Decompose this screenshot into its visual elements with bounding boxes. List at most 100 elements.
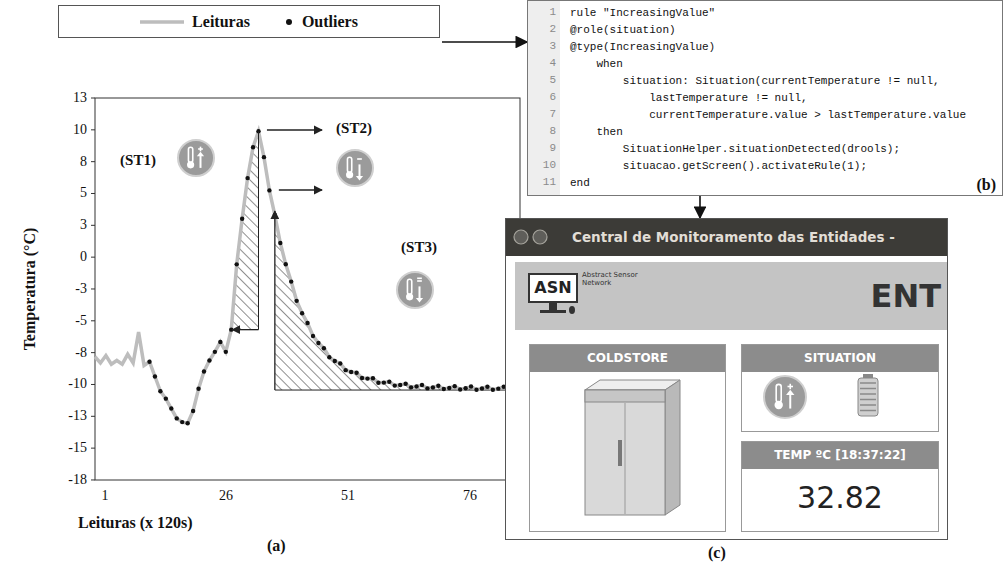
y-tick-label: 8: [80, 154, 87, 170]
outlier-dot: [463, 386, 467, 390]
outlier-dot: [338, 361, 342, 365]
outlier-dot: [496, 386, 500, 390]
thermometer-icon: [397, 272, 433, 308]
st1-arrow: [232, 329, 258, 330]
mouse-icon: [569, 306, 575, 314]
outlier-dot: [262, 155, 266, 159]
outlier-dot: [447, 386, 451, 390]
line-number: 4: [549, 57, 556, 69]
outlier-dot: [294, 299, 298, 303]
outlier-dot: [365, 376, 369, 380]
outlier-dot: [164, 396, 168, 400]
outlier-dot: [305, 321, 309, 325]
thermometer-icon: [178, 140, 214, 176]
screen-heading: ENT: [871, 277, 941, 315]
window-body: [505, 218, 948, 540]
hatch-region: [275, 215, 515, 390]
outlier-dot: [153, 374, 157, 378]
outlier-dot: [403, 382, 407, 386]
temperature-value: 32.82: [742, 480, 938, 515]
outlier-dot: [344, 368, 348, 372]
tick-mark: [91, 225, 95, 226]
tick-mark: [91, 479, 95, 480]
coldstore-picture: [585, 380, 680, 515]
tick-mark: [91, 320, 95, 321]
outlier-dot: [224, 350, 228, 354]
situation-label: (ST2): [336, 120, 372, 137]
y-tick-label: 3: [80, 217, 87, 233]
y-tick-label: 5: [80, 185, 87, 201]
code-box: rule "IncreasingValue"@role(situation)@t…: [527, 0, 1003, 196]
x-tick-label: 1: [102, 488, 109, 504]
line-number: 8: [549, 125, 556, 137]
window-button: [533, 230, 547, 244]
tick-mark: [91, 288, 95, 289]
outlier-dot: [300, 311, 304, 315]
outlier-dot: [207, 358, 211, 362]
outlier-dot: [425, 386, 429, 390]
outlier-dot: [333, 359, 337, 363]
code-line: then: [596, 124, 622, 140]
monitor-window: ASNAbstract Sensor NetworkENTCOLDSTORESI…: [505, 218, 948, 540]
outlier-dot: [431, 385, 435, 389]
outlier-dot: [327, 355, 331, 359]
outlier-dot: [235, 262, 239, 266]
line-number: 1: [549, 6, 556, 18]
outlier-dot: [316, 341, 320, 345]
code-panel: [527, 0, 1003, 196]
outlier-dot: [175, 416, 179, 420]
outlier-dot: [458, 387, 462, 391]
outlier-dot: [453, 384, 457, 388]
y-tick-label: -3: [75, 281, 87, 297]
thermometer-icon: [337, 150, 373, 186]
outlier-dot: [278, 241, 282, 245]
code-line: lastTemperature != null,: [649, 90, 807, 106]
line-number: 6: [549, 91, 556, 103]
tick-mark: [91, 352, 95, 353]
thermometer-icon: [764, 376, 806, 418]
line-number: 10: [543, 159, 556, 171]
legend-item: Leituras: [140, 13, 250, 31]
panel-letter: (a): [267, 537, 286, 555]
y-tick-label: 10: [73, 122, 87, 138]
plot-frame: [95, 98, 520, 480]
code-line: situation: Situation(currentTemperature …: [623, 73, 940, 89]
code-line: SituationHelper.situationDetected(drools…: [623, 141, 900, 157]
outlier-dot: [196, 387, 200, 391]
tick-mark: [91, 161, 95, 162]
outlier-dot: [420, 383, 424, 387]
outlier-dot: [322, 346, 326, 350]
window-title: Central de Monitoramento das Entidades -: [572, 229, 944, 245]
logo-text: ASN: [528, 273, 578, 303]
outlier-dot: [485, 385, 489, 389]
box-header: COLDSTORE: [530, 345, 725, 372]
reading-line: [95, 131, 515, 423]
panel-letter: (b): [976, 176, 996, 194]
outlier-dot: [180, 420, 184, 424]
outlier-dot: [360, 376, 364, 380]
window-button: [514, 230, 528, 244]
st2-arrow: [267, 129, 322, 130]
outlier-dot: [218, 340, 222, 344]
y-tick-label: -15: [68, 440, 87, 456]
line-number: 7: [549, 108, 556, 120]
line-number: 3: [549, 40, 556, 52]
y-tick-label: -8: [75, 345, 87, 361]
line-number: 5: [549, 74, 556, 86]
tick-mark: [91, 98, 95, 99]
outlier-dot: [169, 406, 173, 410]
line-number: 9: [549, 142, 556, 154]
y-tick-label: -18: [68, 472, 87, 488]
outlier-dot: [469, 384, 473, 388]
outlier-dot: [480, 386, 484, 390]
situation-box: SITUATION: [741, 344, 939, 432]
temperature-box: TEMP ºC [18:37:22]32.82: [741, 441, 939, 532]
line-number: 11: [543, 176, 556, 188]
outlier-dot: [147, 360, 151, 364]
tick-mark: [91, 129, 95, 130]
axis-title: Temperatura (°C): [21, 228, 39, 351]
outlier-dot: [349, 370, 353, 374]
legend-text: Outliers: [302, 13, 358, 31]
outlier-dot: [284, 262, 288, 266]
